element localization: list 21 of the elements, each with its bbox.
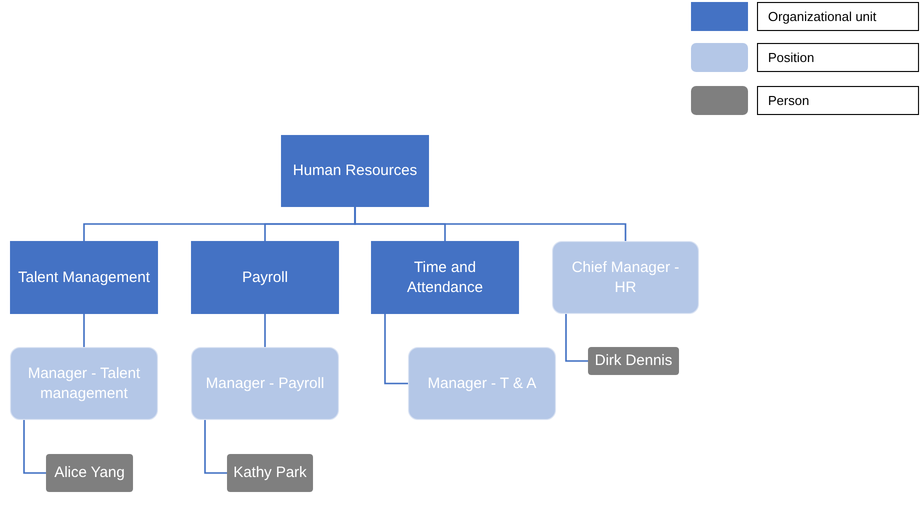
legend-label: Position bbox=[757, 43, 919, 72]
org-unit-box: Payroll bbox=[191, 241, 339, 314]
org-unit-box: Time and Attendance bbox=[371, 241, 519, 314]
legend-label: Organizational unit bbox=[757, 2, 919, 31]
position-box: Manager - T & A bbox=[408, 347, 556, 420]
person-box: Dirk Dennis bbox=[588, 347, 679, 375]
legend-label: Person bbox=[757, 86, 919, 115]
org-unit-box: Human Resources bbox=[281, 135, 429, 207]
org-unit-box: Talent Management bbox=[10, 241, 158, 314]
position-box: Manager - Payroll bbox=[191, 347, 339, 420]
connector-line bbox=[83, 314, 85, 347]
connector-line bbox=[354, 207, 626, 241]
connector-line bbox=[204, 420, 227, 474]
connector-line bbox=[264, 314, 266, 347]
connector-line bbox=[384, 314, 408, 384]
position-box: Chief Manager - HR bbox=[552, 241, 699, 314]
person-box: Alice Yang bbox=[46, 454, 133, 492]
connector-line bbox=[565, 314, 588, 362]
person-box: Kathy Park bbox=[227, 454, 313, 492]
connector-line bbox=[23, 420, 46, 474]
position-box: Manager - Talent management bbox=[10, 347, 158, 420]
